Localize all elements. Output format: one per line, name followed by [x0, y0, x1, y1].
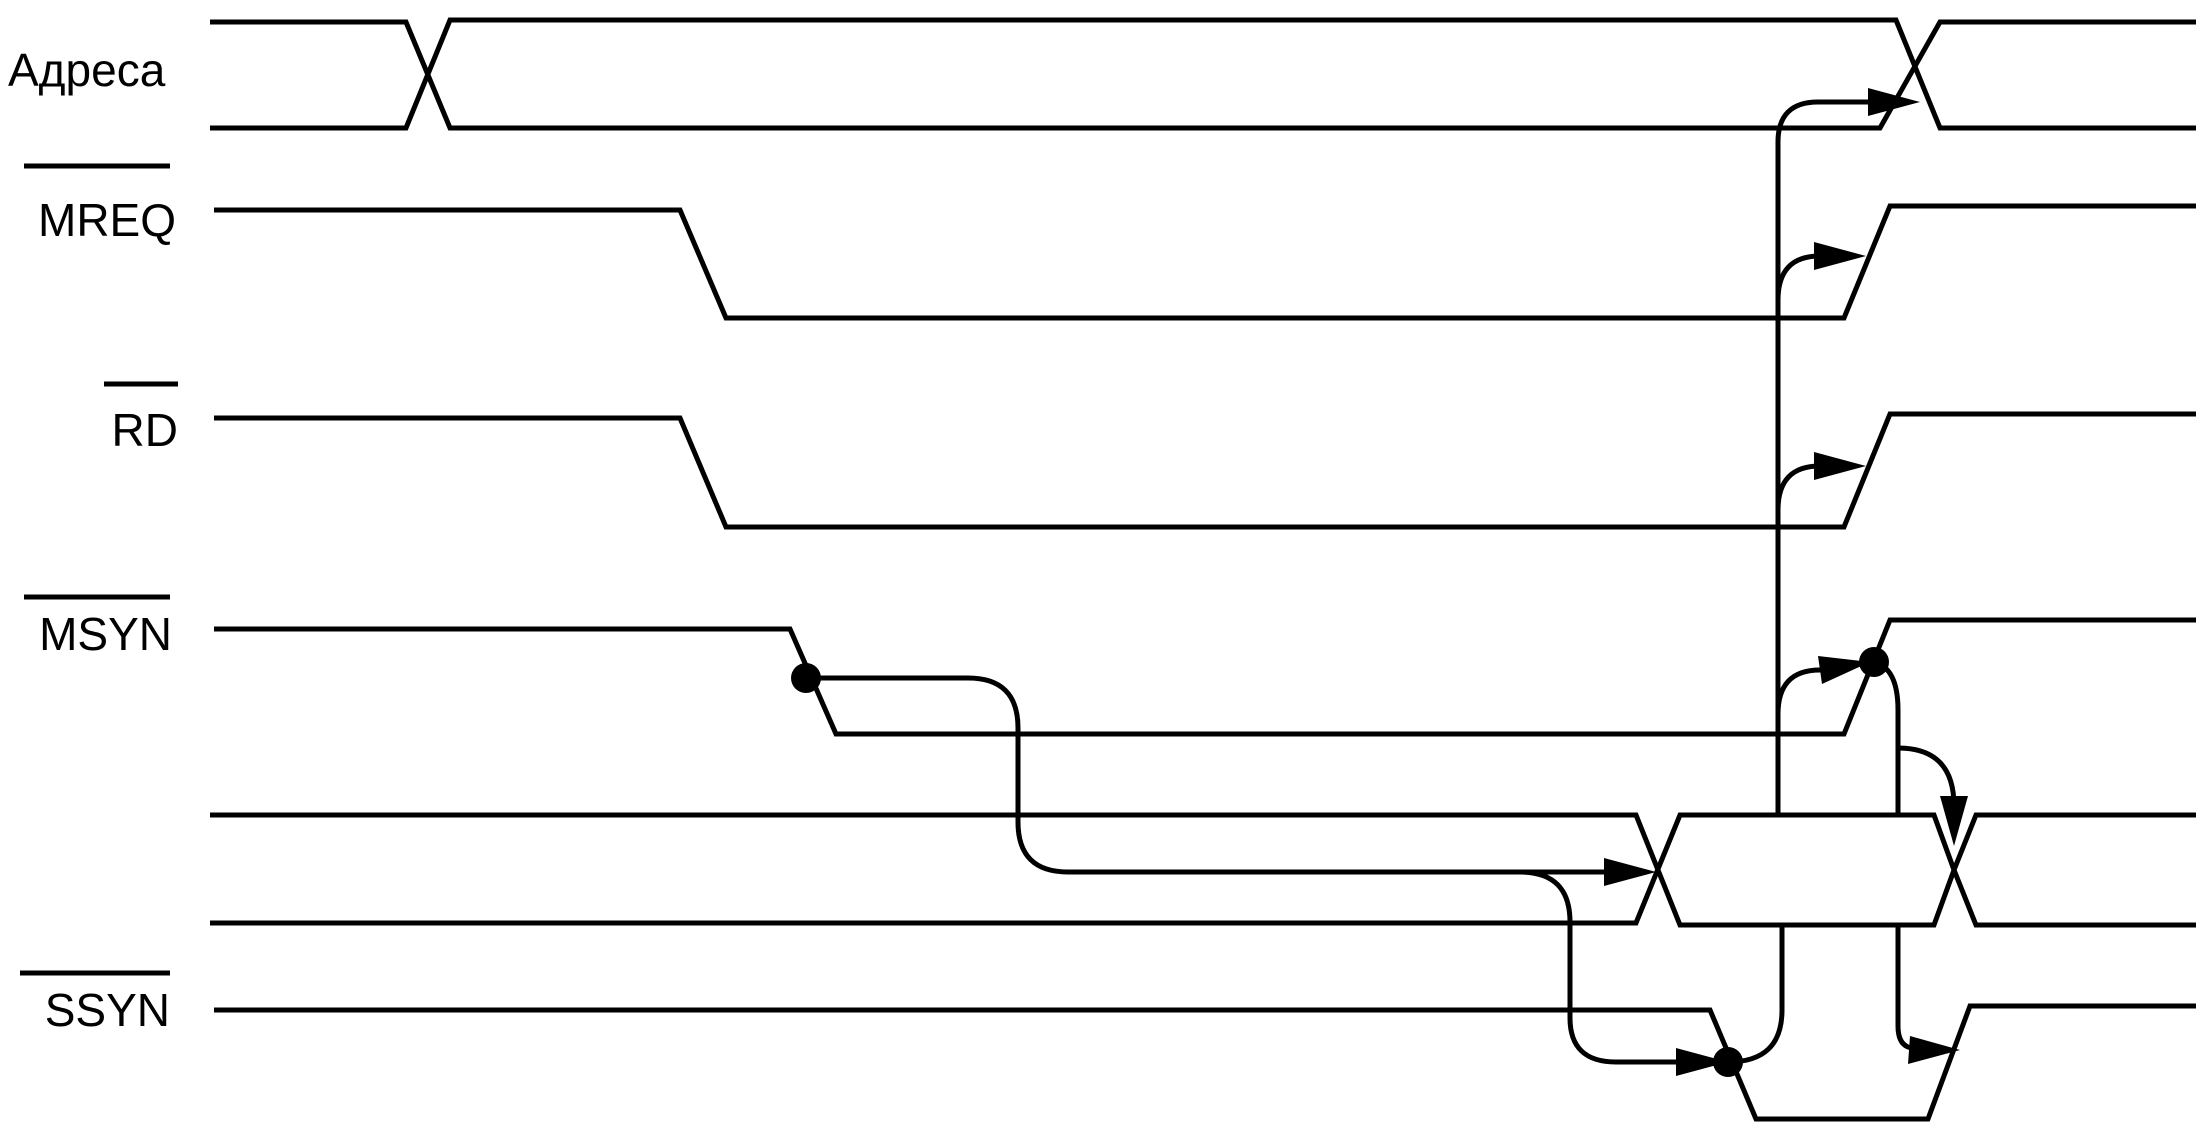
ssyn-label: SSYN — [45, 984, 170, 1036]
release-address-arrowhead — [1868, 88, 1920, 116]
data-to-ssyn-arrowhead — [1676, 1048, 1728, 1076]
data-to-ssyn-rise-arrow — [1895, 925, 1923, 1053]
msyn-rise-to-data-arrowhead — [1940, 796, 1968, 846]
mreq-waveform — [214, 203, 2196, 321]
msyn-label: MSYN — [39, 608, 172, 660]
rd-waveform — [214, 411, 2196, 530]
address-label: Адреса — [8, 44, 166, 96]
release-trunk — [1775, 99, 1872, 815]
mreq-label: MREQ — [38, 194, 176, 246]
rd-label: RD — [112, 404, 178, 456]
msyn-to-data-arrow — [806, 675, 1608, 875]
release-mreq-arrowhead — [1814, 242, 1866, 270]
release-msyn-arrow — [1775, 667, 1834, 715]
release-rd-arrowhead — [1814, 452, 1866, 480]
ssyn-waveform — [214, 1003, 2196, 1122]
msyn-to-data-arrowhead — [1604, 858, 1656, 886]
msyn-fall-dot — [791, 663, 821, 693]
address-waveform — [210, 17, 2196, 131]
data-to-ssyn-arrow — [1519, 869, 1680, 1065]
msyn-waveform — [214, 617, 2196, 737]
data-to-ssyn-rise-arrowhead — [1908, 1036, 1960, 1064]
data-waveform — [210, 812, 2196, 928]
msyn-rise-to-data-arrow — [1873, 659, 1957, 815]
ssyn-to-release-path — [1727, 925, 1785, 1065]
release-msyn-arrowhead — [1818, 656, 1870, 684]
